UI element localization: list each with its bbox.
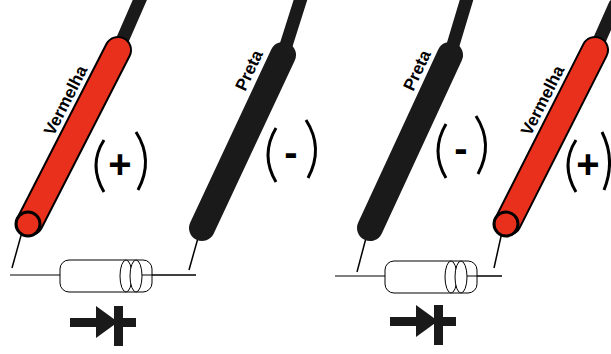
red-probe — [12, 0, 142, 268]
polarity-sign: + — [108, 144, 131, 184]
diode — [10, 260, 196, 292]
black-probe — [189, 0, 302, 270]
polarity-sign: + — [576, 144, 599, 184]
polarity-sign: - — [454, 128, 467, 168]
polarity-sign: - — [284, 132, 297, 172]
diode-symbol — [70, 306, 136, 346]
diode — [335, 261, 502, 293]
black-probe — [357, 0, 468, 272]
diode-symbol — [390, 305, 456, 345]
red-probe — [494, 5, 611, 268]
